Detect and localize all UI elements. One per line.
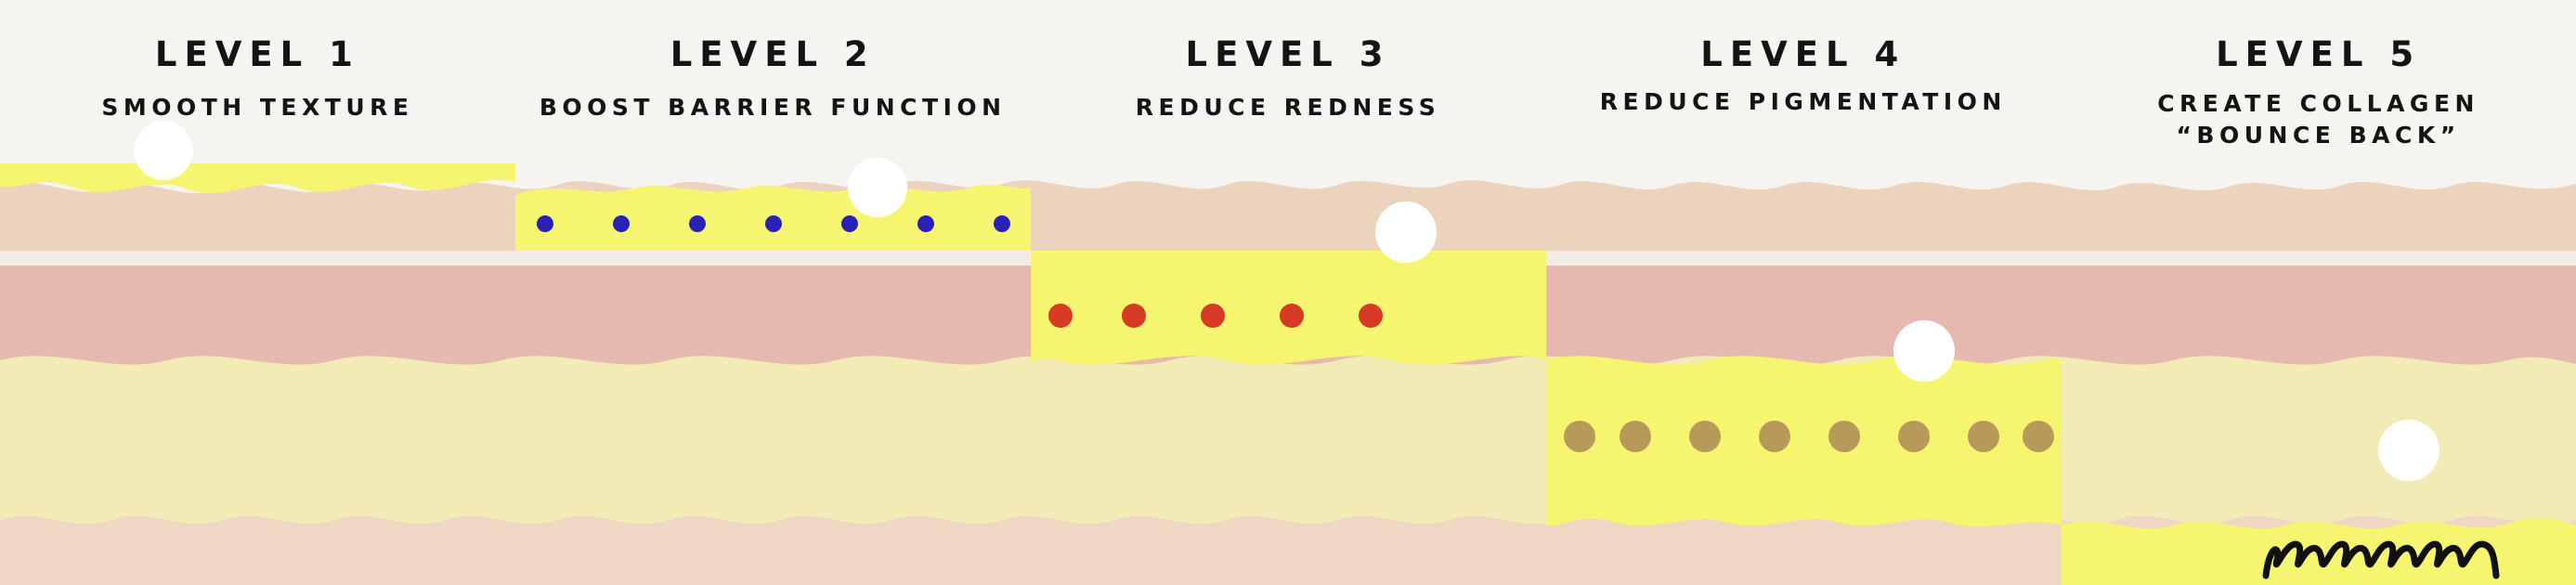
pigment-dot xyxy=(1898,421,1930,452)
redness-dot xyxy=(1201,304,1225,328)
barrier-dot xyxy=(613,215,630,232)
level-1-panel xyxy=(0,121,515,194)
level-title: LEVEL 5 xyxy=(2216,34,2422,74)
surface-highlight xyxy=(0,163,515,194)
level-subtitle-line-2: “BOUNCE BACK” xyxy=(2176,122,2461,149)
level-5-panel xyxy=(2061,420,2576,585)
pigment-dot xyxy=(1968,421,1999,452)
level-subtitle: REDUCE PIGMENTATION xyxy=(1599,88,2007,115)
light-dot-5 xyxy=(2378,420,2439,481)
level-3-header: LEVEL 3 REDUCE REDNESS xyxy=(1031,0,1546,124)
collagen-spring-icon xyxy=(2262,540,2500,579)
divider-highlight xyxy=(1031,251,1546,266)
barrier-dots xyxy=(537,215,1010,232)
pigment-dot xyxy=(1759,421,1790,452)
level-2-header: LEVEL 2 BOOST BARRIER FUNCTION xyxy=(515,0,1031,124)
level-title: LEVEL 3 xyxy=(1185,34,1391,74)
light-dot-1 xyxy=(134,121,193,180)
level-subtitle: SMOOTH TEXTURE xyxy=(101,94,414,121)
level-subtitle: BOOST BARRIER FUNCTION xyxy=(539,94,1007,121)
epidermis-layer xyxy=(0,180,2576,251)
barrier-dot xyxy=(917,215,934,232)
base-layer xyxy=(0,515,2576,585)
pigment-dot xyxy=(1689,421,1721,452)
level-5-header: LEVEL 5 CREATE COLLAGEN “BOUNCE BACK” xyxy=(2061,0,2576,151)
level-title: LEVEL 2 xyxy=(670,34,876,74)
level-4-panel xyxy=(1546,320,2062,526)
redness-dot xyxy=(1359,304,1383,328)
redness-dot xyxy=(1048,304,1073,328)
barrier-dot xyxy=(841,215,858,232)
level-subtitle: CREATE COLLAGEN xyxy=(2157,90,2479,117)
pigment-dot xyxy=(1620,421,1651,452)
level-4-header: LEVEL 4 REDUCE PIGMENTATION xyxy=(1545,0,2061,118)
pigment-dot xyxy=(1564,421,1595,452)
redness-dots xyxy=(1048,304,1383,328)
barrier-dot xyxy=(994,215,1010,232)
pigment-dots xyxy=(1564,421,2054,452)
fat-highlight xyxy=(1546,356,2062,526)
level-title: LEVEL 4 xyxy=(1700,34,1906,74)
light-dot-2 xyxy=(848,158,907,217)
level-1-header: LEVEL 1 SMOOTH TEXTURE xyxy=(0,0,515,124)
redness-dot xyxy=(1122,304,1146,328)
light-dot-3 xyxy=(1375,202,1437,263)
level-2-panel xyxy=(515,158,1031,251)
level-subtitle: REDUCE REDNESS xyxy=(1135,94,1441,121)
barrier-dot xyxy=(537,215,553,232)
pigment-dot xyxy=(1828,421,1860,452)
light-dot-4 xyxy=(1893,320,1955,382)
level-3-panel xyxy=(1031,202,1546,365)
level-title: LEVEL 1 xyxy=(154,34,360,74)
pigment-dot xyxy=(2023,421,2054,452)
barrier-dot xyxy=(689,215,706,232)
redness-dot xyxy=(1280,304,1304,328)
barrier-dot xyxy=(765,215,782,232)
